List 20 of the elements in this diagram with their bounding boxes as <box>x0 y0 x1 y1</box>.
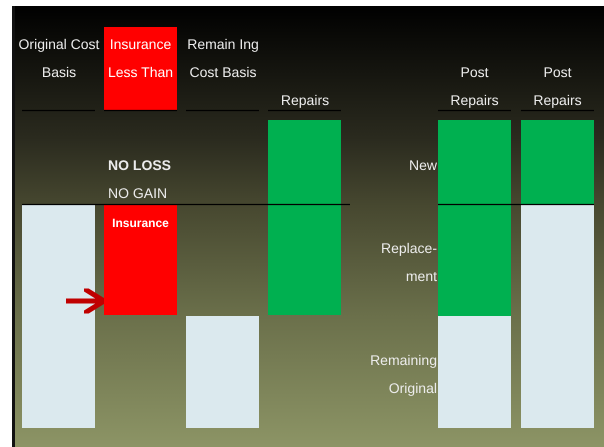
segment-label: New <box>408 156 437 175</box>
arrow <box>66 286 106 316</box>
note-text: NO LOSS <box>108 156 172 175</box>
column-heading: Post Repairs <box>449 63 500 110</box>
column-heading: Repairs <box>280 91 330 110</box>
repair-bar <box>268 120 341 315</box>
segment-label: Remaining Original <box>369 351 437 398</box>
original-bar <box>521 205 594 428</box>
column-heading: Post Repairs <box>532 63 583 110</box>
column-heading: Original Cost Basis <box>18 35 100 82</box>
column-header: Insurance Less Than <box>104 27 177 110</box>
replacement-bar <box>438 120 511 316</box>
segment-label: Replace- ment <box>380 239 437 286</box>
note-text: NO GAIN <box>108 184 168 203</box>
remaining-original-bar <box>438 316 511 428</box>
column-heading: Remain Ing Cost Basis <box>186 35 260 82</box>
cost-basis-bar <box>22 205 95 428</box>
insurance-bar: Insurance <box>104 205 177 315</box>
remaining-cost-bar <box>186 316 259 428</box>
new-bar <box>521 120 594 205</box>
